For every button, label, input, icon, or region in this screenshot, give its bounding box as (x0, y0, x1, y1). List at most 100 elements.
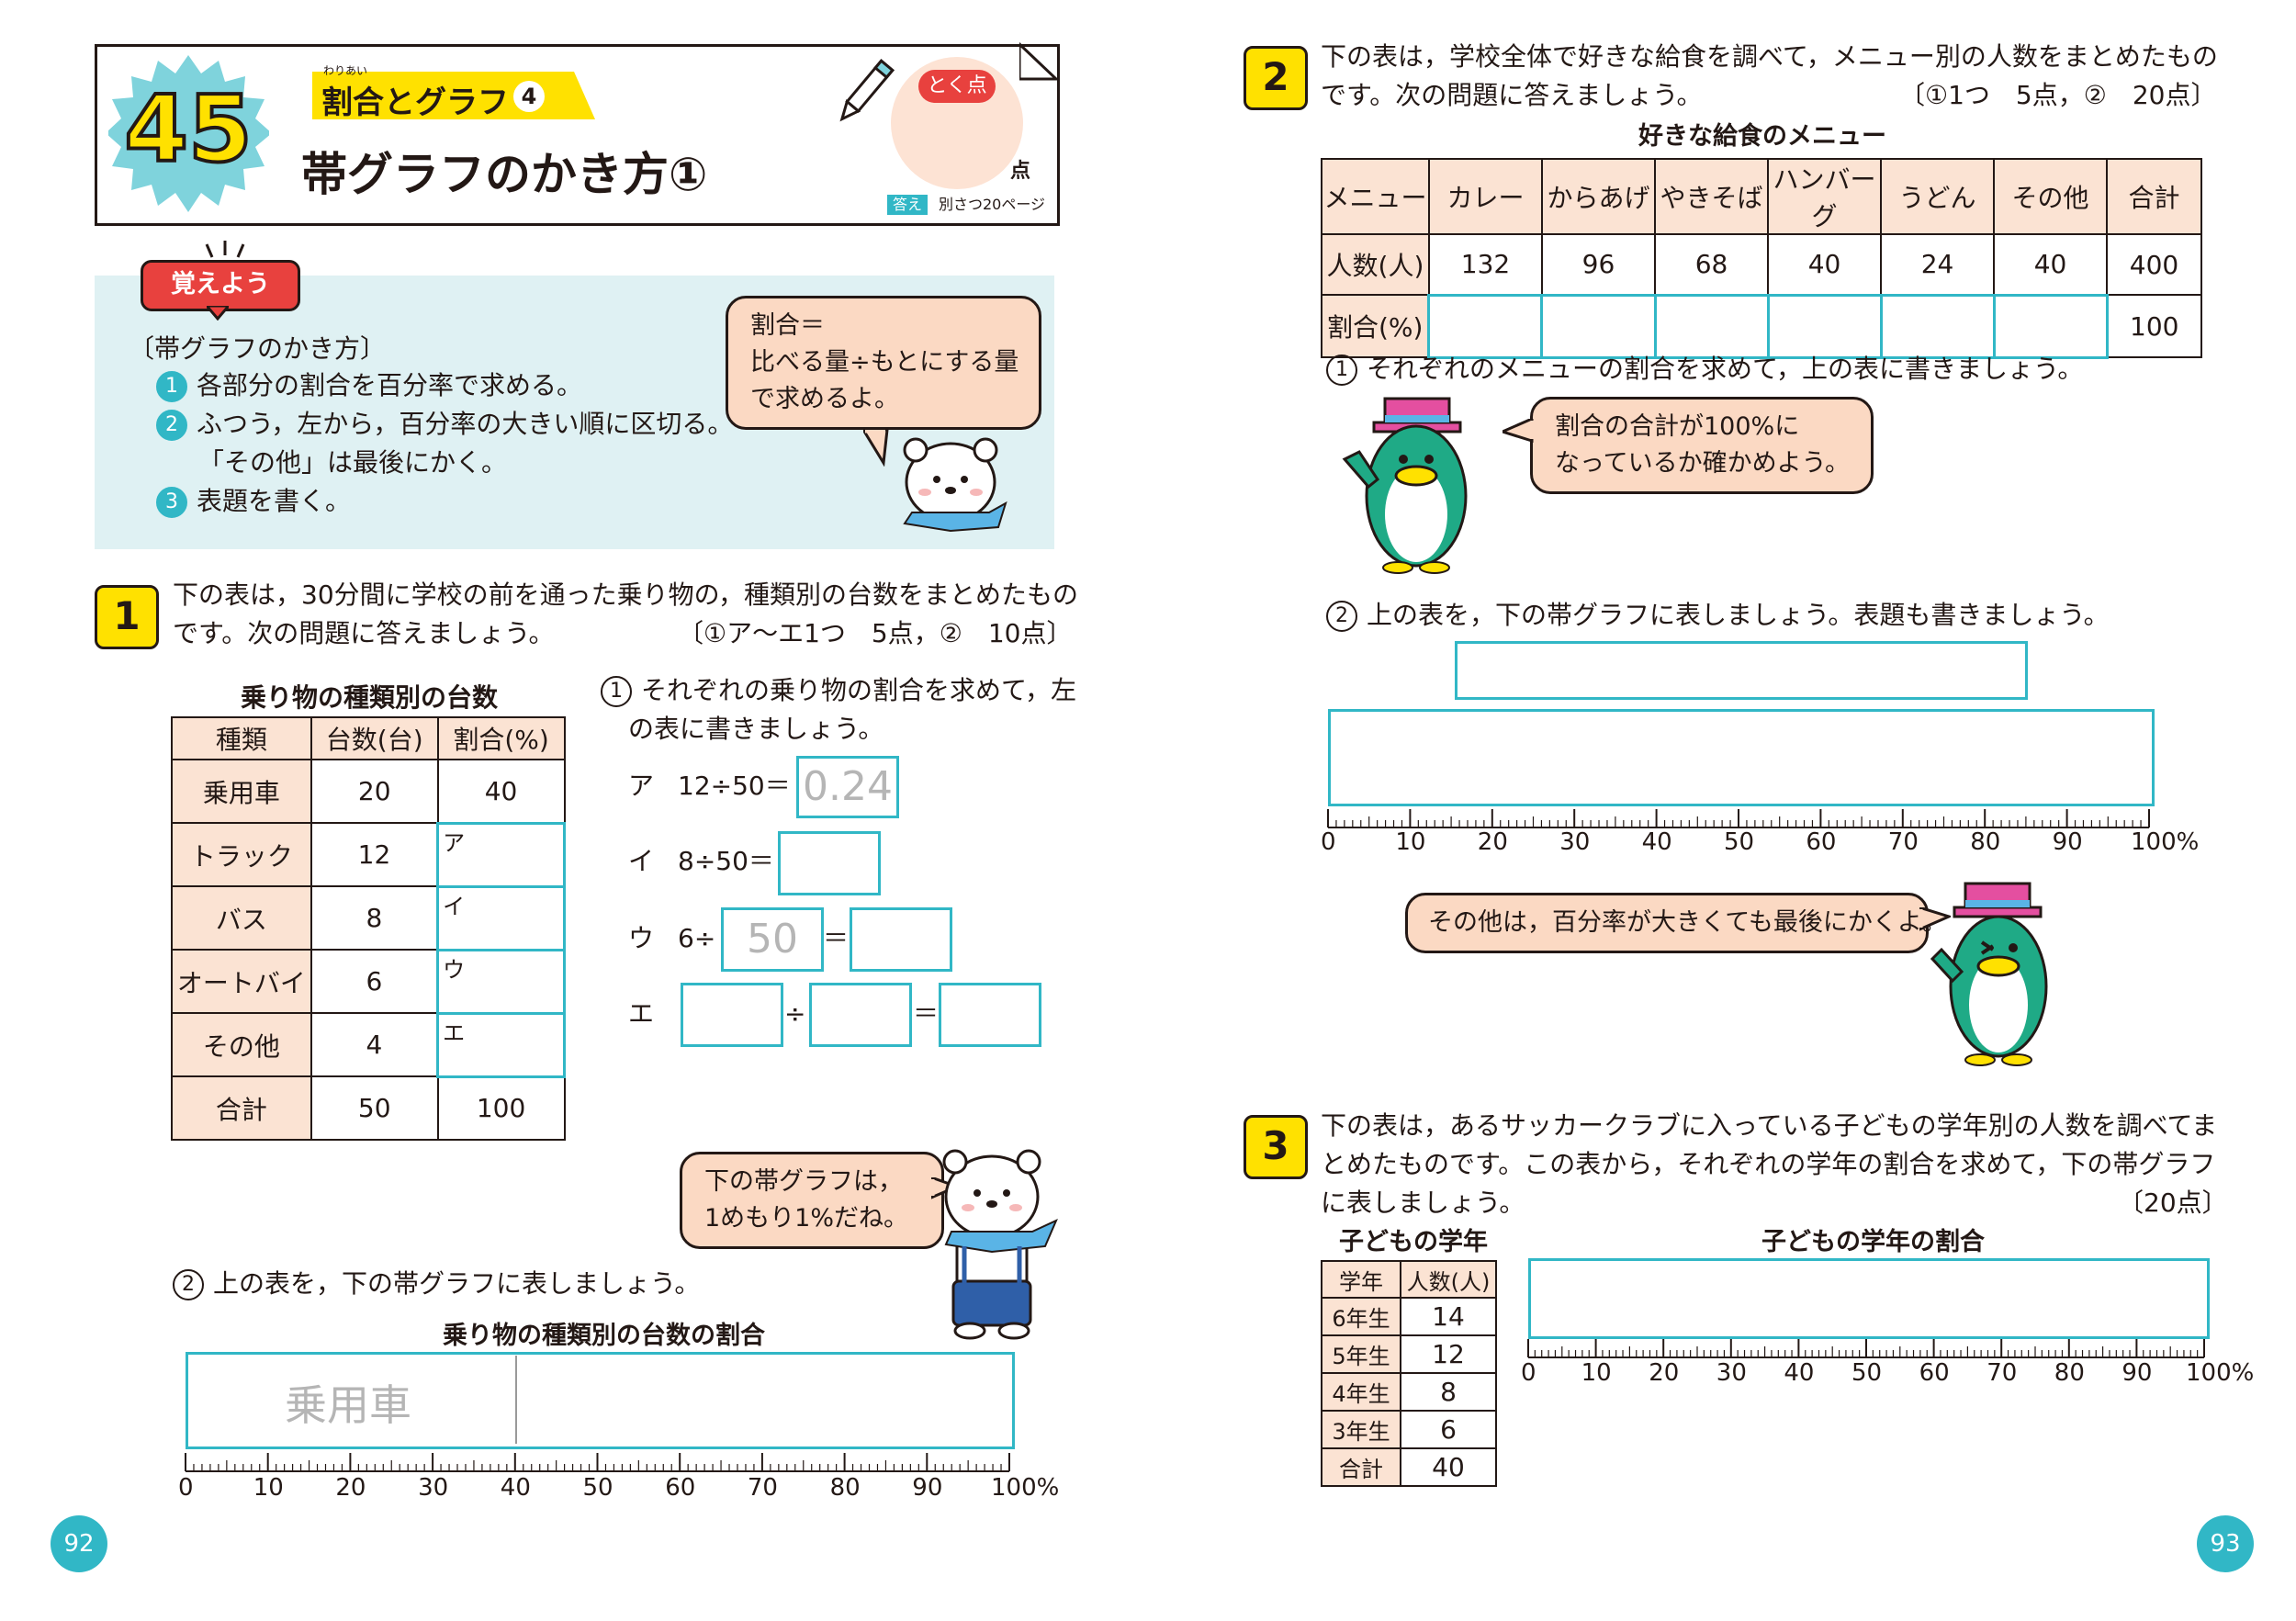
scale-label: 30 (1716, 1359, 1747, 1387)
answer-cell[interactable] (1992, 293, 2109, 359)
table-header: ハンバーグ (1767, 158, 1883, 235)
q1-number: 1 (95, 585, 159, 649)
q3-text-line: に表しましょう。 (1321, 1188, 1525, 1218)
memo-step: 「その他」は最後にかく。 (156, 445, 733, 483)
scale-label: 0 (1321, 828, 1336, 856)
scale-label: 50 (582, 1474, 613, 1502)
q3-table-title: 子どもの学年 (1339, 1228, 1488, 1256)
q2-band-graph[interactable] (1328, 709, 2155, 806)
q3-band-graph[interactable] (1528, 1258, 2210, 1339)
scale-label: 20 (1477, 828, 1508, 856)
q3-number: 3 (1244, 1115, 1308, 1179)
calc-divisor-box[interactable]: 50 (721, 907, 824, 972)
q2-table-title: 好きな給食のメニュー (1638, 122, 1886, 151)
scale-label: 100% (2186, 1359, 2255, 1387)
answer-cell[interactable]: エ (436, 1011, 566, 1078)
bubble-line: その他は，百分率が大きくても最後にかくよ。 (1428, 908, 1947, 937)
scale-label: 10 (1395, 828, 1426, 856)
table-cell: 96 (1540, 233, 1657, 296)
scale-label: 80 (2054, 1359, 2085, 1387)
step-text: ふつう，左から，百分率の大きい順に区切る。 (197, 409, 734, 439)
calc-answer: 0.24 (803, 763, 893, 810)
q2-sub2-line: 2 上の表を，下の帯グラフに表しましょう。表題も書きましょう。 (1326, 597, 2110, 634)
calc-eq: ＝ (823, 923, 850, 953)
answer-cell[interactable] (1653, 293, 1770, 359)
table-cell: 8 (1399, 1372, 1498, 1412)
q1-text-line: です。次の問題に答えましょう。 (173, 618, 555, 648)
table-cell: 6 (1399, 1410, 1498, 1449)
calc-divisor-box[interactable] (809, 983, 912, 1047)
q2-scale-ruler (1327, 809, 2150, 828)
answer-cell[interactable]: ウ (436, 948, 566, 1015)
answer-tag: 答え (887, 195, 929, 215)
table-header: 人数(人) (1399, 1260, 1498, 1299)
q2-graph-title-input[interactable] (1455, 641, 2028, 700)
scale-label: 80 (829, 1474, 861, 1502)
pencil-icon (839, 59, 895, 122)
calc-answer-box[interactable] (850, 907, 952, 972)
step-text: 「その他」は最後にかく。 (198, 447, 508, 478)
q1-sub1-line2: の表に書きましょう。 (628, 714, 884, 744)
answer-cell[interactable] (1540, 293, 1657, 359)
calc-label: ア (628, 771, 655, 801)
memo-tag-label: 覚えよう (171, 270, 270, 298)
step-num: 1 (156, 371, 187, 402)
answer-cell[interactable]: ア (436, 821, 566, 888)
table-header: 台数(台) (310, 716, 439, 760)
table-cell: 20 (310, 759, 439, 824)
folded-corner (1019, 42, 1058, 81)
scale-label: 0 (178, 1474, 194, 1502)
bubble-line: 割合の合計が100%に (1555, 412, 1800, 441)
ruby-wariai-1: わりあい (323, 64, 368, 77)
table-header: メニュー (1321, 158, 1430, 235)
answer-cell[interactable] (1427, 293, 1544, 359)
calc-expr: 6÷ (678, 923, 716, 953)
calc-answer-box[interactable]: 0.24 (796, 756, 899, 818)
scale-label: 40 (1784, 1359, 1815, 1387)
q1-band-sample-label: 乗用車 (285, 1380, 411, 1430)
bubble-line: なっているか確かめよう。 (1555, 449, 1851, 478)
score-unit: 点 (1010, 160, 1031, 183)
bubble-line: 割合＝ (750, 311, 825, 340)
table-cell: 14 (1399, 1297, 1498, 1336)
scale-label: 70 (747, 1474, 778, 1502)
table-cell: 100 (2106, 294, 2202, 358)
q2-number: 2 (1244, 46, 1308, 110)
table-header: カレー (1427, 158, 1543, 235)
table-cell: 40 (1993, 233, 2109, 296)
scale-label: 20 (335, 1474, 366, 1502)
calc-dividend-box[interactable] (681, 983, 783, 1047)
answer-cell[interactable]: イ (436, 884, 566, 951)
memo-sparkle (205, 241, 245, 258)
memo-tag: 覚えよう (141, 260, 300, 311)
answer-cell[interactable] (1879, 293, 1996, 359)
scale-label: 90 (912, 1474, 943, 1502)
q3-text-line: 下の表は，あるサッカークラブに入っている子どもの学年別の人数を調べてま (1321, 1110, 2218, 1141)
bubble-tail (1503, 419, 1534, 444)
scale-label: 100% (991, 1474, 1060, 1502)
answer-cell[interactable] (1766, 293, 1883, 359)
calc-answer-box[interactable] (939, 983, 1041, 1047)
q2-sub2-text: 上の表を，下の帯グラフに表しましょう。表題も書きましょう。 (1367, 600, 2110, 630)
table-cell: 合計 (171, 1075, 312, 1141)
cell-mark: ウ (443, 956, 466, 983)
bubble-tail (1919, 907, 1951, 931)
q1-band-graph[interactable] (186, 1352, 1015, 1449)
q3-points: 〔20点〕 (2118, 1188, 2228, 1218)
calc-label: ウ (628, 923, 655, 953)
category-num: 4 (521, 84, 537, 109)
q3-scale-ruler (1527, 1339, 2205, 1358)
table-header: その他 (1993, 158, 2109, 235)
scale-label: 20 (1649, 1359, 1680, 1387)
q2-points: 〔①1つ 5点，② 20点〕 (1899, 80, 2217, 110)
calc-answer-box[interactable] (778, 831, 881, 895)
category-num-badge: 4 (513, 81, 545, 112)
q1-table-title: 乗り物の種類別の台数 (241, 682, 499, 713)
table-header: うどん (1880, 158, 1996, 235)
calc-expr: 12÷50＝ (678, 771, 791, 801)
sub-circle: 2 (1326, 601, 1357, 632)
scale-label: 60 (1806, 828, 1837, 856)
